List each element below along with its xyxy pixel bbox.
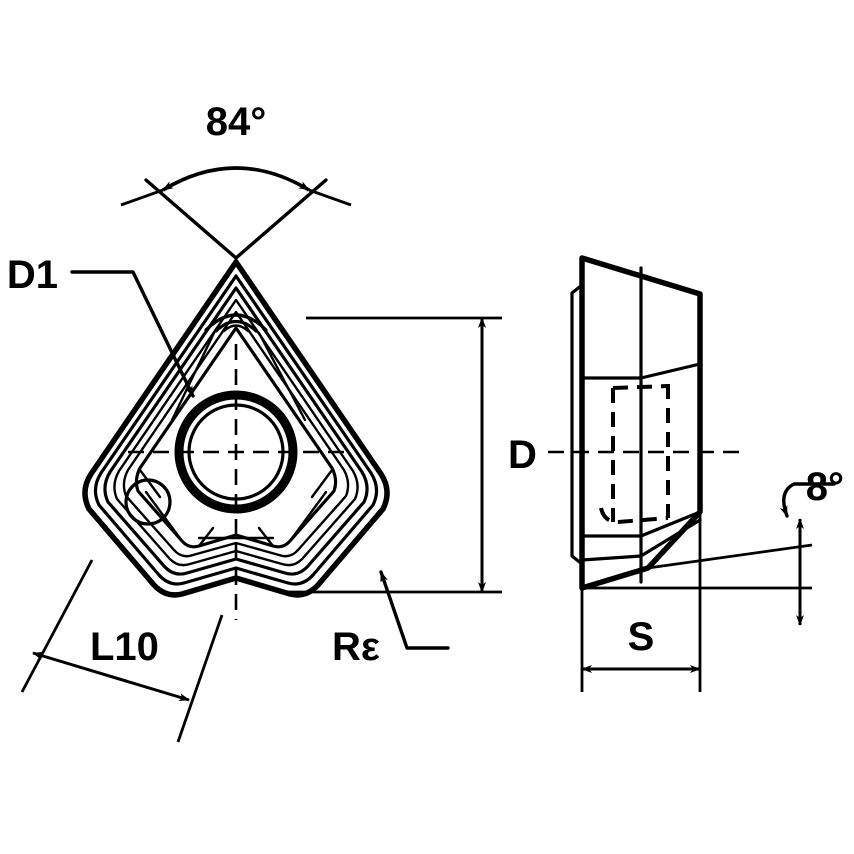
groove-rib-right-corner-a	[310, 468, 334, 499]
groove-rib-top-left	[170, 331, 216, 422]
chipbreaker-nose-bump-core	[222, 324, 250, 333]
re-label: Rε	[332, 625, 380, 669]
d-label: D	[508, 433, 537, 477]
angle-84-label: 84°	[206, 100, 267, 144]
angle-84-leg-right	[234, 178, 328, 260]
d1-leader-group: D1	[7, 253, 195, 398]
angle-84-arc	[162, 166, 310, 192]
side-view-upper-land	[580, 362, 702, 380]
re-leader-group: Rε	[332, 570, 450, 669]
side-view-lower-land	[580, 510, 702, 538]
insert-land-contour-4	[122, 310, 350, 558]
insert-land-contour-1	[93, 274, 379, 586]
d1-label: D1	[7, 253, 58, 297]
side-view-bore-hidden-bottom	[599, 507, 669, 525]
s-label: S	[628, 615, 655, 659]
side-view-bottom-bevel-b	[580, 566, 650, 590]
side-view-back-flank	[570, 283, 584, 566]
groove-rib-top-right	[257, 331, 307, 422]
top-view-group	[82, 259, 390, 620]
l10-extension-lower	[176, 614, 224, 743]
re-leader-line	[379, 570, 450, 650]
l10-dimension-group: L10	[20, 559, 224, 743]
l10-label: L10	[90, 625, 159, 669]
side-view-bore-hidden-top	[612, 384, 669, 390]
angle-8-dimension-group: 8°	[582, 465, 844, 626]
groove-rib-left-corner-a	[138, 468, 162, 499]
angle-84-leg-left	[144, 178, 238, 260]
d-dimension-group: D	[282, 316, 537, 594]
angle-8-leader	[779, 482, 836, 518]
l10-dimension-line	[32, 651, 190, 702]
angle-8-inclined-line	[647, 543, 813, 570]
identification-dimple	[124, 478, 172, 526]
s-dimension-group: S	[580, 512, 702, 692]
side-view-outline	[579, 255, 703, 591]
chipbreaker-nose-bump	[204, 313, 268, 332]
angle-84-tail-right	[308, 188, 352, 207]
side-view-group	[548, 255, 748, 591]
side-view-bottom-bevel-a	[580, 518, 702, 562]
angle-8-label: 8°	[806, 465, 844, 509]
d1-leader-line	[70, 270, 195, 398]
chipbreaker-nose-bump-inner	[214, 319, 258, 333]
angle-84-tail-left	[120, 188, 164, 207]
angle-84-dimension-group: 84°	[120, 100, 352, 260]
groove-rib-right-corner-b	[288, 490, 328, 543]
